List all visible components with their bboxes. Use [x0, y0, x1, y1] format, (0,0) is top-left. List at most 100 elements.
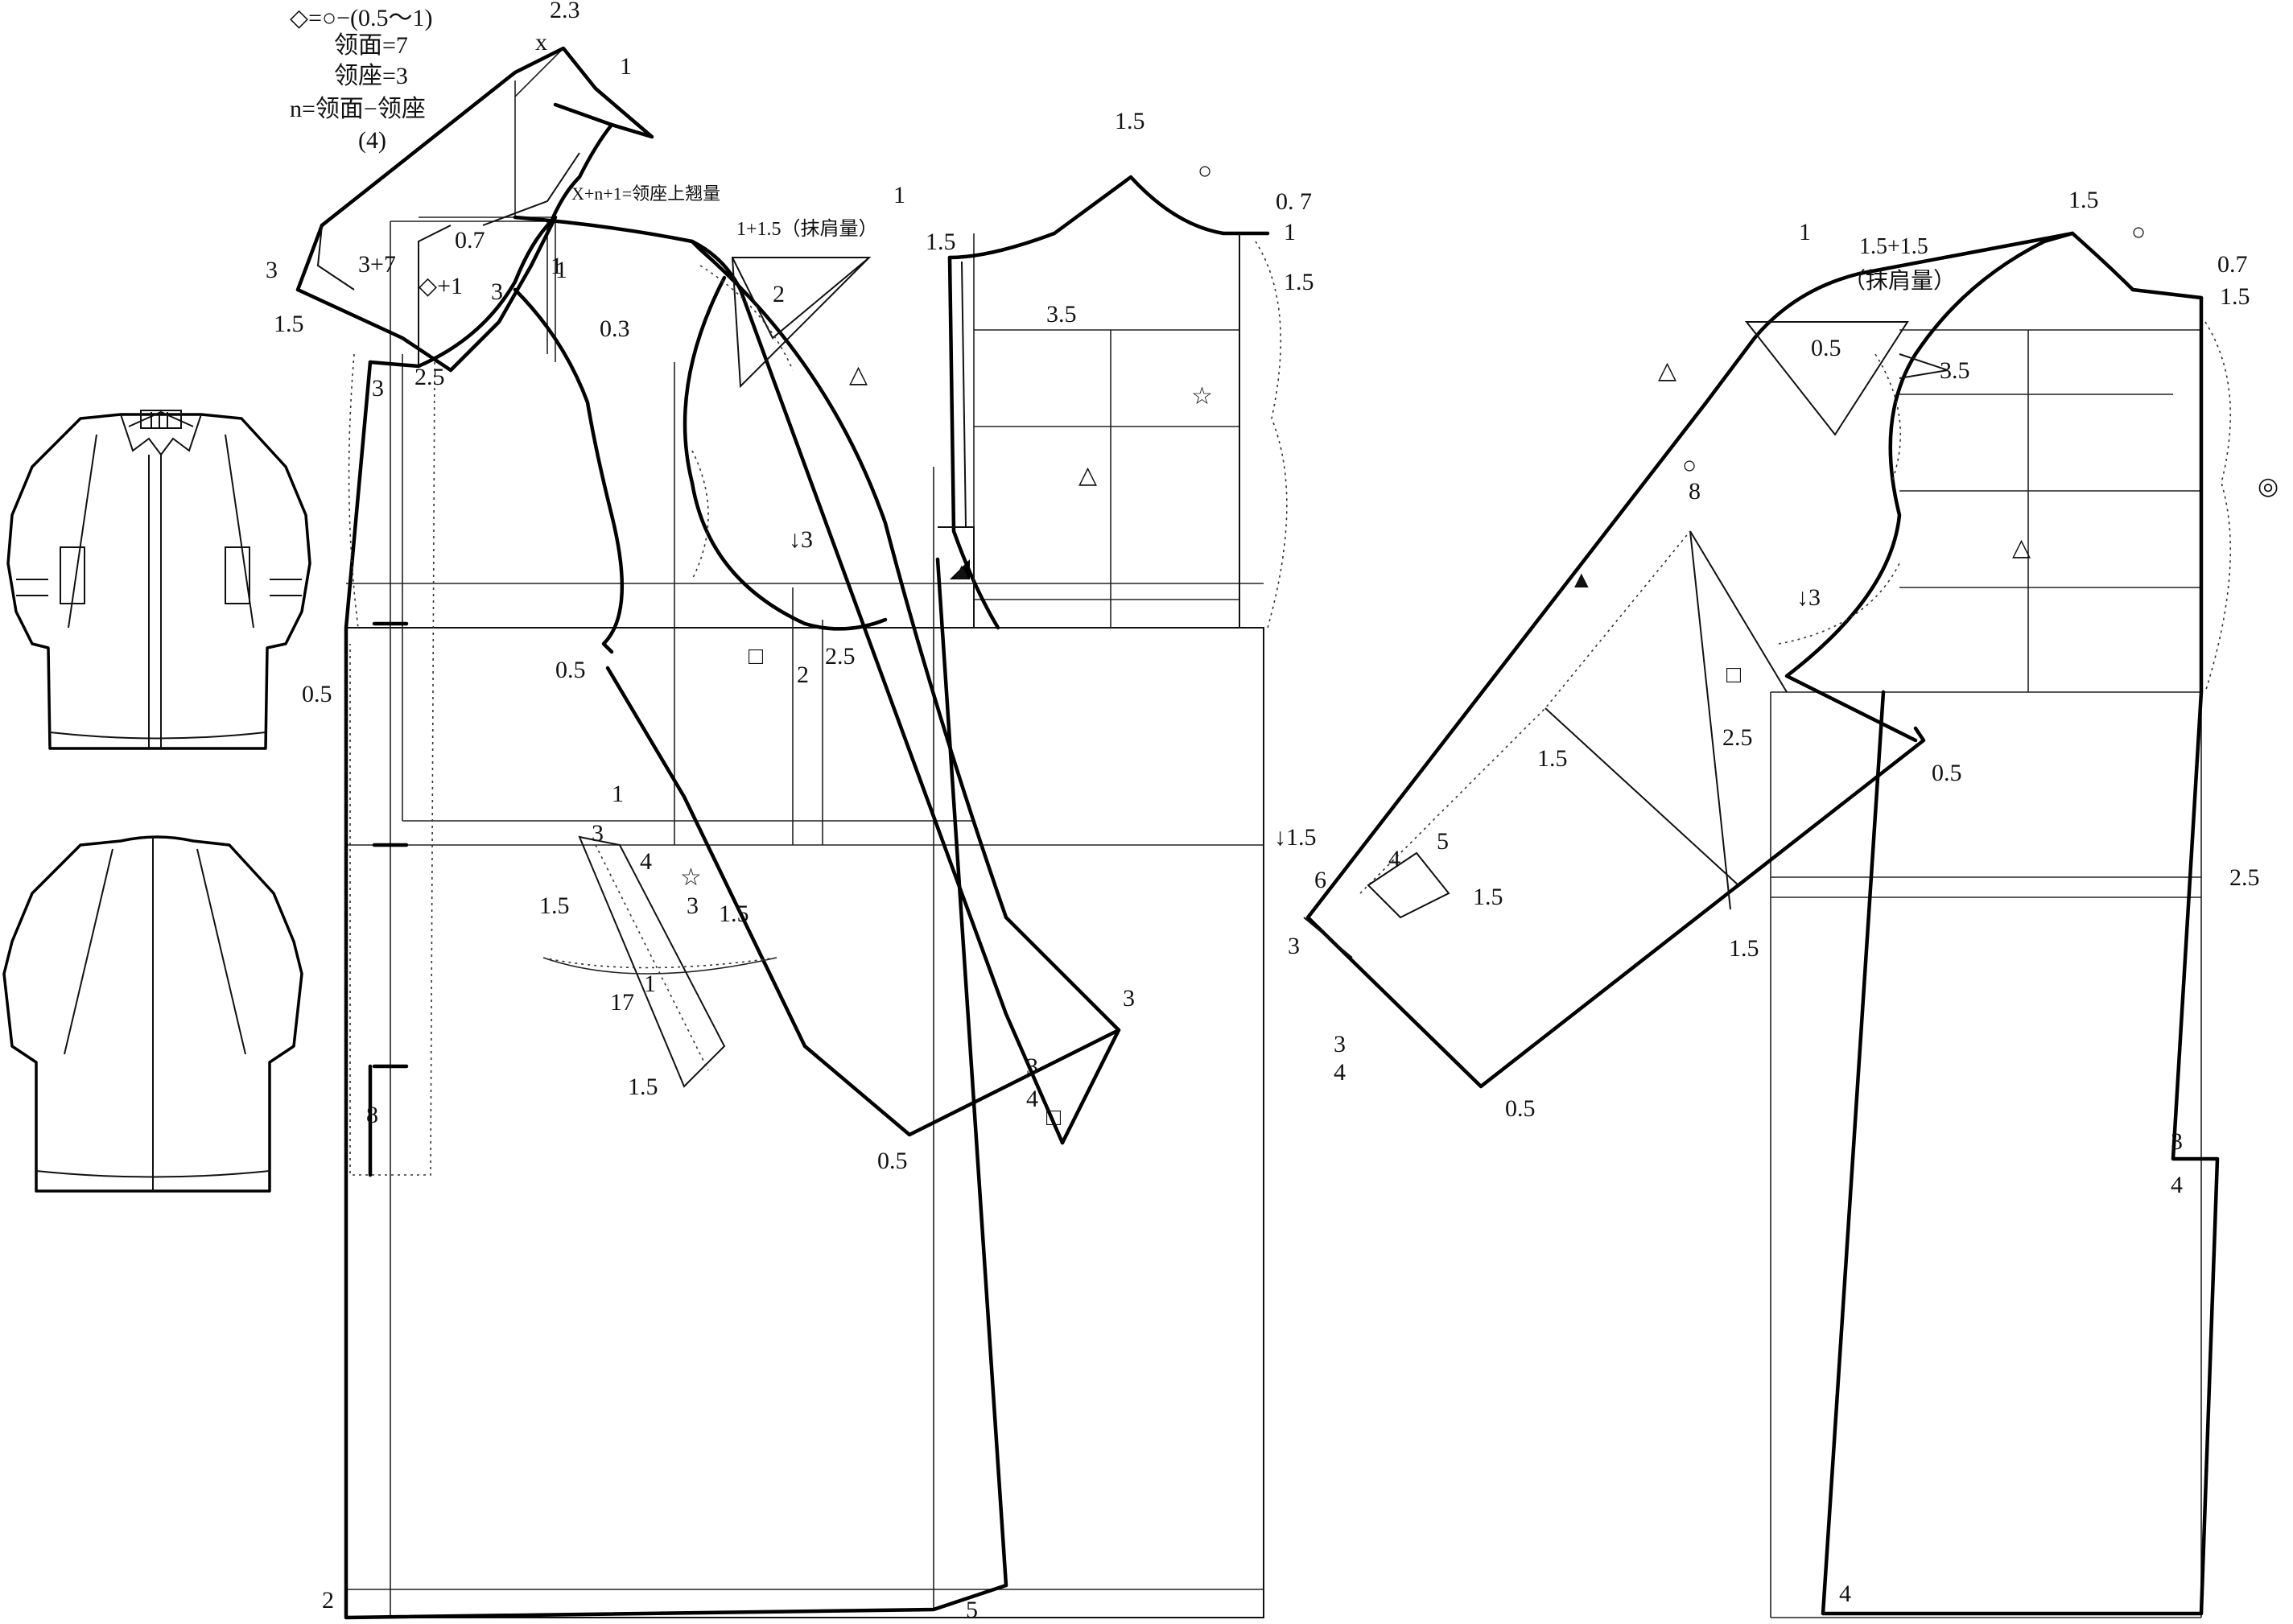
back-label-21: 1.5 [1473, 884, 1503, 910]
back-label-19: 4 [1388, 846, 1400, 872]
front_body-label-3: 1 [1284, 219, 1296, 245]
formula-line-4: n=领面−领座 [290, 96, 426, 122]
front-label-23: 4 [640, 848, 652, 875]
front_body-label-11: △ [1078, 462, 1097, 488]
front_body-label-8: ☆ [1191, 383, 1213, 410]
front-label-39: ↓1.5 [1274, 824, 1317, 851]
back-label-17: 0.5 [1932, 760, 1962, 786]
front-label-7: 3+7 [358, 251, 396, 278]
sketch-front-view [6, 410, 311, 750]
front-label-14: 2 [773, 281, 785, 307]
back-labels: 1.51○0.71.50.53.5△◎△○8▲↓3□2.51.50.56451.… [1288, 187, 2279, 1607]
front-label-38: □ [1046, 1104, 1062, 1131]
back-label-10: ○ [1682, 452, 1697, 479]
front-yoke [938, 175, 1288, 630]
front-label-11: 3 [372, 375, 384, 402]
back-label-26: 0.5 [1505, 1095, 1536, 1122]
back-label-7: △ [1658, 357, 1676, 384]
front-label-26: 3 [687, 892, 699, 919]
front-label-15: ↓3 [789, 526, 813, 553]
back-label-1: 1 [1799, 219, 1811, 245]
front_body-label-6: 3.5 [1046, 301, 1077, 328]
front-label-19: 2.5 [825, 643, 856, 670]
back-label-27: 2.5 [2229, 864, 2260, 891]
formula-block: ◇=○−(0.5～1) 领面=7 领座=3 n=领面−领座 (4) [290, 5, 433, 154]
back-pattern [1303, 231, 2232, 1618]
front_body-label-10: ▲ [950, 559, 974, 585]
front-label-36: 3 [1026, 1053, 1038, 1080]
back-label-5: 0.5 [1811, 335, 1841, 361]
back-label-29: 4 [2171, 1172, 2183, 1198]
back-label-15: 2.5 [1722, 724, 1753, 751]
front-label-17: □ [749, 643, 764, 670]
front-label-22: 3 [592, 820, 604, 847]
back-label-13: ↓3 [1796, 584, 1821, 611]
collar-note: X+n+1=领座上翘量 [571, 183, 720, 204]
front-label-25: ☆ [680, 864, 702, 891]
front-label-16: 0.5 [555, 657, 586, 683]
front-label-18: 2 [797, 662, 809, 688]
front-label-2: 1 [620, 53, 632, 80]
front_body-label-7: 1.5 [1284, 269, 1314, 295]
front-label-10: 2.5 [414, 364, 445, 390]
back-label-2: ○ [2131, 219, 2146, 245]
front_body-label-4: 1 [893, 182, 905, 208]
back-label-11: 8 [1689, 478, 1701, 505]
back-label-28: 3 [2171, 1128, 2183, 1155]
back-label-22: 3 [1288, 933, 1300, 959]
front-label-4: 0.7 [455, 227, 485, 253]
front-label-0: 2.3 [550, 0, 580, 23]
back-label-20: 5 [1437, 828, 1449, 855]
front_body-label-0: 1.5 [1115, 108, 1145, 134]
formula-line-5: (4) [358, 127, 386, 154]
front-label-34: 3 [1123, 985, 1135, 1012]
front-label-3: 1 [555, 257, 567, 283]
shoulder-pad-back-top: 1.5+1.5 [1859, 234, 1928, 259]
back-label-25: 4 [1334, 1059, 1346, 1086]
back-label-23: 1.5 [1729, 935, 1759, 962]
front-label-37: 4 [1026, 1086, 1038, 1112]
back-label-8: ◎ [2258, 473, 2279, 500]
front-label-1: x [535, 29, 547, 56]
formula-line-3: 领座=3 [334, 63, 408, 89]
front-label-5: ◇+1 [419, 273, 463, 299]
front_body-label-1: ○ [1198, 158, 1212, 184]
front-label-29: 1 [644, 971, 656, 997]
back-label-6: 3.5 [1940, 357, 1970, 384]
back-label-0: 1.5 [2068, 187, 2099, 213]
back-label-30: 4 [1839, 1581, 1851, 1607]
formula-line-1: ◇=○−(0.5～1) [290, 5, 433, 31]
front-label-8: 3 [266, 257, 278, 283]
shoulder-pad-back-bottom: （抹肩量） [1843, 268, 1956, 294]
front-label-12: 1 [551, 253, 563, 279]
back-label-14: □ [1726, 662, 1742, 688]
formula-line-2: 领面=7 [334, 32, 408, 59]
front-label-27: 1.5 [719, 901, 749, 927]
front_body-label-9: △ [849, 361, 868, 388]
front_body-label-5: 1.5 [926, 229, 956, 255]
front-label-13: 0.3 [600, 315, 630, 342]
front-label-32: 2 [322, 1587, 334, 1614]
front-label-9: 1.5 [274, 311, 304, 337]
sketch-back-view [2, 835, 303, 1193]
back-label-16: 1.5 [1537, 745, 1568, 772]
front-label-28: 17 [610, 989, 634, 1016]
front-label-6: 3 [491, 278, 503, 305]
back-label-9: △ [2012, 534, 2031, 561]
front-label-20: 0.5 [302, 681, 332, 707]
front-label-30: 1.5 [628, 1074, 658, 1100]
front-label-33: 5 [966, 1597, 978, 1620]
front_body-label-2: 0. 7 [1276, 188, 1312, 215]
back-label-24: 3 [1334, 1031, 1346, 1057]
back-label-4: 1.5 [2220, 283, 2250, 310]
back-label-12: ▲ [1569, 567, 1594, 593]
shoulder-pad-front: 1+1.5（抹肩量） [736, 218, 878, 240]
back-label-3: 0.7 [2217, 251, 2248, 278]
front-label-21: 1 [612, 781, 624, 807]
front-label-24: 1.5 [539, 892, 570, 919]
front-body-labels: 1.5 ○ 0. 7 1 1 1.5 3.5 1.5 ☆ △ ▲ △ [849, 108, 1314, 585]
front-label-35: 0.5 [877, 1148, 908, 1174]
